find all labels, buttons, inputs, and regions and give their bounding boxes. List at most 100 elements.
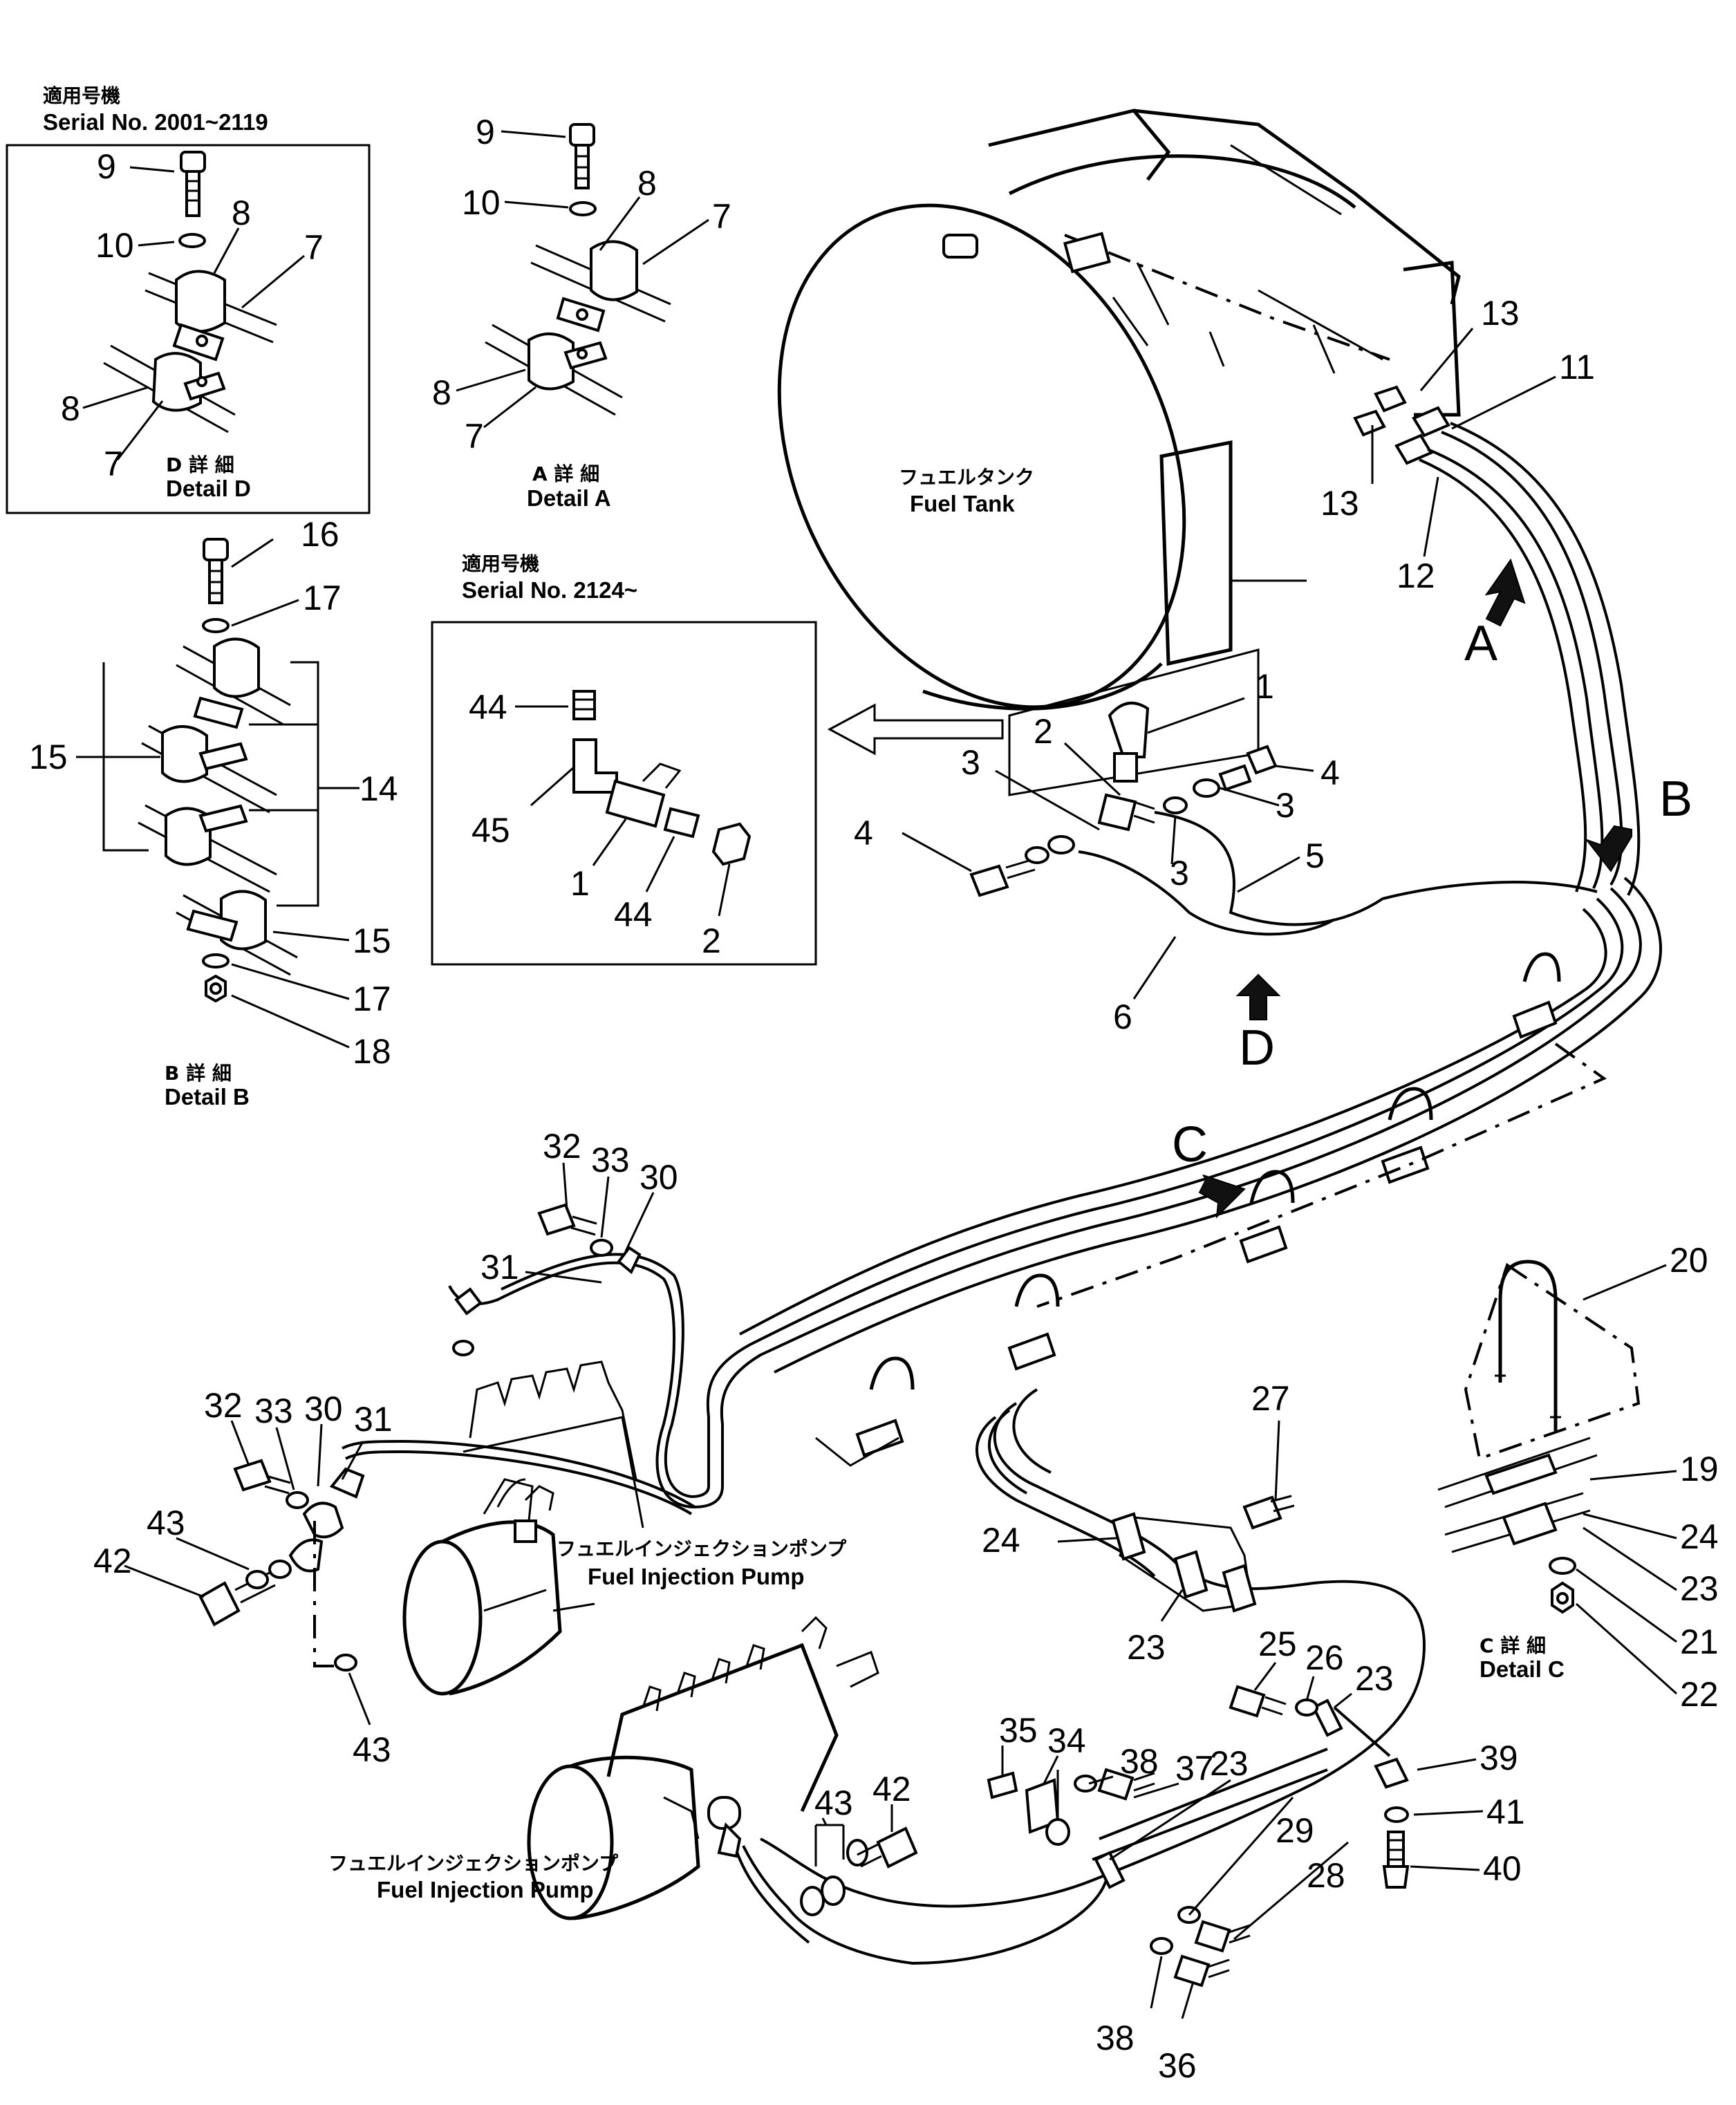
callout-6: 6	[1113, 998, 1132, 1036]
callout-22: 22	[1680, 1675, 1719, 1714]
detail-b-title: Detail B	[165, 1084, 250, 1110]
washer-icon	[1150, 1937, 1173, 1955]
callout-34: 34	[1047, 1721, 1086, 1760]
detail-d-panel: 適用号機 Serial No. 2001~2119	[6, 84, 371, 514]
tank-fitting-icon	[1353, 385, 1450, 465]
bolt-icon	[857, 1826, 918, 1869]
callout-3: 3	[1276, 786, 1295, 825]
callout-23: 23	[1680, 1569, 1719, 1608]
pipe-clamp-icon	[103, 344, 236, 433]
washer-icon	[202, 618, 230, 633]
bolt-icon	[1194, 1920, 1251, 1953]
bolt-icon	[1229, 1685, 1287, 1718]
washer-icon	[800, 1886, 825, 1916]
pipe-clamp-icon	[176, 890, 298, 976]
callout-33: 33	[591, 1141, 630, 1179]
callout-43: 43	[353, 1730, 391, 1769]
callout-20: 20	[1670, 1241, 1708, 1280]
callout-2: 2	[1034, 712, 1053, 751]
injection-pump-lower-label: Fuel Injection Pump	[377, 1877, 594, 1902]
nut-icon	[1551, 1581, 1574, 1614]
callout-33: 33	[254, 1392, 293, 1430]
pipe-clamp-icon	[530, 240, 671, 333]
left-pump-fittings: 32 33 30 31 32 33 30 31 43 42 43	[93, 1127, 678, 1769]
callout-9: 9	[476, 113, 495, 151]
callout-36: 36	[1158, 2046, 1197, 2085]
callout-32: 32	[543, 1127, 581, 1166]
fuel-tank-label-jp: フュエルタンク	[899, 466, 1034, 489]
callout-44: 44	[469, 688, 507, 727]
callout-18: 18	[353, 1032, 391, 1071]
callout-41: 41	[1486, 1793, 1525, 1831]
detail-c-title: Detail C	[1480, 1656, 1565, 1682]
pipe-clamp-icon	[855, 1356, 915, 1457]
detail-b-title-jp: B 詳 細	[165, 1062, 232, 1085]
washer-icon	[1384, 1806, 1409, 1823]
washer-icon	[1074, 1775, 1097, 1793]
nut-icon	[205, 974, 227, 1003]
bolt-icon	[198, 1571, 276, 1627]
callout-43: 43	[814, 1784, 853, 1822]
pointer-arrow-icon	[827, 703, 1004, 756]
pipe-clamp-icon	[176, 637, 291, 729]
pipe-clamp-icon	[1437, 1437, 1598, 1553]
washer-icon	[178, 233, 206, 248]
callout-39: 39	[1480, 1739, 1518, 1777]
pipe-clamp-icon	[1007, 1273, 1060, 1371]
callout-7: 7	[104, 445, 123, 483]
callout-19: 19	[1680, 1450, 1719, 1488]
callout-23: 23	[1127, 1628, 1166, 1667]
bolt-icon	[969, 835, 1075, 897]
detail-a-title-jp: A 詳 細	[532, 462, 599, 485]
serial-box-frame	[431, 621, 817, 966]
washer-icon	[569, 201, 597, 216]
fuel-tank-label: Fuel Tank	[910, 491, 1015, 516]
washer-icon	[821, 1875, 846, 1906]
view-arrow-a-label: A	[1464, 616, 1497, 671]
plug-icon	[572, 690, 596, 720]
pipe-clamp-icon	[1381, 1087, 1433, 1184]
detail-d-frame	[6, 144, 371, 514]
washer-icon	[590, 1239, 613, 1257]
washer-icon	[245, 1570, 269, 1589]
callout-31: 31	[354, 1400, 393, 1439]
view-arrow-c-label: C	[1172, 1117, 1208, 1172]
callout-10: 10	[462, 183, 501, 222]
callout-15: 15	[29, 738, 68, 776]
callout-17: 17	[303, 579, 342, 617]
callout-32: 32	[204, 1386, 243, 1425]
pipe-clamp-icon	[141, 724, 277, 814]
right-hardware: 39 41 40	[1333, 1706, 1525, 1889]
pipe-clamp-icon	[1239, 1170, 1295, 1264]
drain-valve-icon	[1097, 702, 1220, 832]
fuel-injection-pump-upper: フュエルインジェクションポンプ Fuel Injection Pump	[402, 1287, 847, 1696]
washer-icon	[846, 1839, 868, 1867]
callout-40: 40	[1483, 1849, 1522, 1888]
elbow-fitting-icon	[572, 738, 618, 794]
pipe-clamp-icon	[485, 324, 623, 416]
callout-21: 21	[1680, 1622, 1719, 1661]
view-arrow-d: D	[1235, 973, 1281, 1076]
detail-c-title-jp: C 詳 細	[1480, 1634, 1546, 1657]
injection-pump-upper-label-jp: フュエルインジェクションポンプ	[557, 1537, 847, 1560]
callout-8: 8	[637, 164, 657, 203]
pipe-clamp-icon	[144, 270, 277, 362]
callout-7: 7	[712, 197, 731, 236]
callout-24: 24	[1680, 1517, 1719, 1556]
callout-35: 35	[999, 1711, 1038, 1750]
washer-icon	[334, 1654, 357, 1672]
bolt-icon	[233, 1459, 291, 1495]
callout-8: 8	[232, 194, 251, 232]
serial-box-serial-jp: 適用号機	[462, 552, 539, 575]
bolt-icon	[180, 151, 206, 217]
bolt-icon	[1097, 1768, 1155, 1801]
bolt-icon	[569, 123, 595, 189]
callout-17: 17	[353, 980, 391, 1018]
valve-icon	[605, 763, 682, 828]
callout-10: 10	[95, 226, 134, 265]
callout-30: 30	[640, 1158, 678, 1197]
callout-28: 28	[1307, 1856, 1345, 1895]
callout-27: 27	[1251, 1379, 1290, 1418]
bolt-icon	[1173, 1954, 1230, 1987]
callout-13: 13	[1320, 484, 1359, 523]
